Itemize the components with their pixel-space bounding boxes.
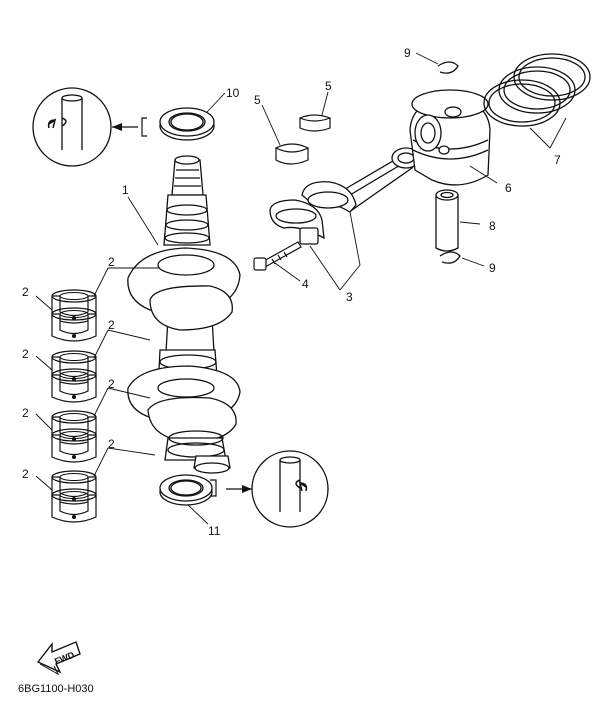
callout-7: 7	[554, 153, 561, 167]
callout-2a-left: 2	[22, 285, 29, 299]
piston	[409, 89, 491, 186]
upper-seal-bracket	[141, 117, 147, 137]
callout-3: 3	[346, 290, 353, 304]
callout-9-top: 9	[404, 46, 411, 60]
upper-oil-seal	[159, 107, 215, 141]
piston-pin	[435, 189, 459, 252]
callout-6: 6	[505, 181, 512, 195]
drawing-code: 6BG1100-H030	[18, 683, 94, 695]
callout-2b-right: 2	[108, 318, 115, 332]
upper-seal-detail-circle	[32, 87, 112, 167]
callout-2d-left: 2	[22, 467, 29, 481]
pin-clip-lower	[439, 251, 461, 264]
callout-1: 1	[122, 183, 129, 197]
callout-2a-right: 2	[108, 255, 115, 269]
lower-detail-pointer-arrow	[226, 485, 252, 493]
lower-oil-seal	[159, 474, 213, 506]
pin-clip-upper	[437, 61, 459, 74]
lower-seal-detail-circle	[251, 450, 329, 528]
callout-4: 4	[302, 277, 309, 291]
crankshaft	[127, 155, 241, 474]
callout-11: 11	[208, 524, 221, 538]
leader-lines	[35, 52, 567, 525]
callout-2d-right: 2	[108, 437, 115, 451]
upper-detail-pointer-arrow	[112, 123, 138, 131]
rod-bearing-upper	[299, 114, 331, 132]
rod-bolt	[253, 241, 302, 271]
callout-2b-left: 2	[22, 347, 29, 361]
piston-ring-set	[483, 53, 591, 127]
callout-9-bottom: 9	[489, 261, 496, 275]
lower-seal-bracket	[210, 479, 217, 497]
callout-10: 10	[226, 86, 240, 100]
callout-8: 8	[489, 219, 496, 233]
fwd-direction-arrow: FWD	[36, 641, 81, 676]
callout-2c-left: 2	[22, 406, 29, 420]
callout-5-right: 5	[325, 79, 332, 93]
callout-5-left: 5	[254, 93, 261, 107]
rod-bearing-lower	[275, 143, 309, 165]
callout-2c-right: 2	[108, 377, 115, 391]
